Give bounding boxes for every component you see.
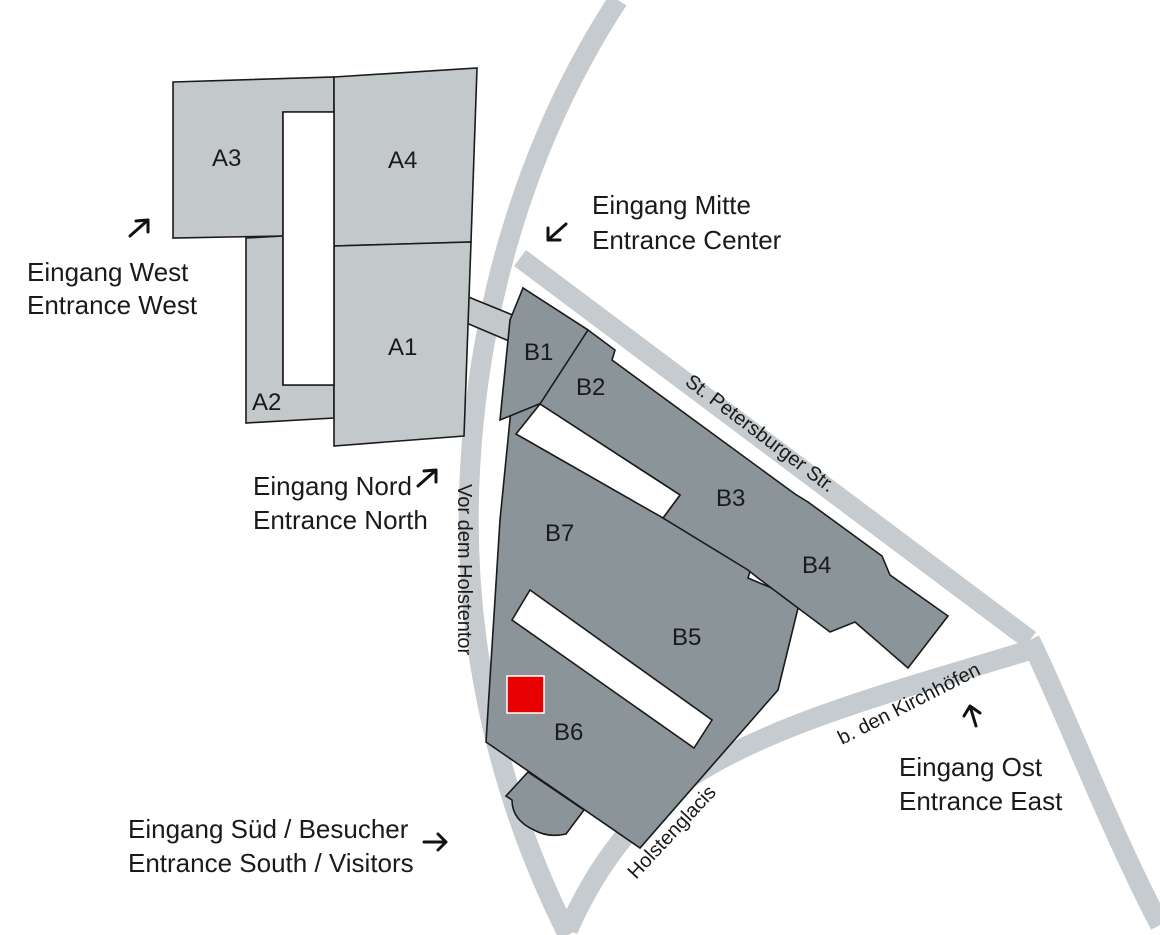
entrance-west: Eingang West Entrance West <box>27 218 198 320</box>
courtyard-b-north <box>514 402 682 520</box>
halls-b <box>485 286 950 850</box>
hall-b1[interactable] <box>499 286 590 422</box>
entrance-mitte: Eingang Mitte Entrance Center <box>546 190 782 255</box>
street-east-edge <box>1021 635 1160 930</box>
hall-label-a3: A3 <box>212 145 241 172</box>
courtyard-b-south <box>510 588 714 750</box>
entrance-west-en: Entrance West <box>27 290 198 320</box>
entrance-mitte-de: Eingang Mitte <box>592 190 751 220</box>
entrance-ost-de: Eingang Ost <box>899 752 1043 782</box>
entrance-nord-en: Entrance North <box>253 505 428 535</box>
entrance-mitte-en: Entrance Center <box>592 225 782 255</box>
hall-label-b3: B3 <box>716 485 745 512</box>
hall-labels: A3 A4 A1 A2 B1 B2 B3 B4 B7 B5 B6 <box>212 145 831 746</box>
hall-label-b4: B4 <box>802 552 831 579</box>
entrance-ost-en: Entrance East <box>899 786 1063 816</box>
hall-b6-annex[interactable] <box>504 770 586 837</box>
hall-label-a1: A1 <box>388 334 417 361</box>
hall-label-b6: B6 <box>554 719 583 746</box>
entrance-nord-de: Eingang Nord <box>253 471 412 501</box>
entrance-nord: Eingang Nord Entrance North <box>253 468 438 535</box>
entrance-nord-arrow-icon <box>416 468 438 488</box>
entrance-sued: Eingang Süd / Besucher Entrance South / … <box>128 814 448 878</box>
street-label-vor-dem-holstentor: Vor dem Holstentor <box>453 484 475 656</box>
courtyard-a <box>282 111 335 386</box>
street-st-petersburger <box>514 249 1036 649</box>
entrance-sued-de: Eingang Süd / Besucher <box>128 814 409 844</box>
hall-label-a4: A4 <box>388 147 417 174</box>
entrance-west-arrow-icon <box>128 218 150 238</box>
entrance-ost-arrow-icon <box>962 704 982 728</box>
entrance-mitte-arrow-icon <box>546 222 568 242</box>
hall-label-a2: A2 <box>252 389 281 416</box>
hall-label-b7: B7 <box>545 520 574 547</box>
street-vor-dem-holstentor <box>458 0 627 935</box>
entrance-ost: Eingang Ost Entrance East <box>899 704 1063 816</box>
streets <box>458 0 1160 935</box>
hall-label-b1: B1 <box>524 339 553 366</box>
hall-label-b5: B5 <box>672 624 701 651</box>
entrance-sued-en: Entrance South / Visitors <box>128 848 414 878</box>
hall-label-b2: B2 <box>576 374 605 401</box>
red-square-marker <box>506 675 545 714</box>
halls-a <box>172 67 478 447</box>
entrance-sued-arrow-icon <box>422 832 448 852</box>
entrance-west-de: Eingang West <box>27 257 189 287</box>
